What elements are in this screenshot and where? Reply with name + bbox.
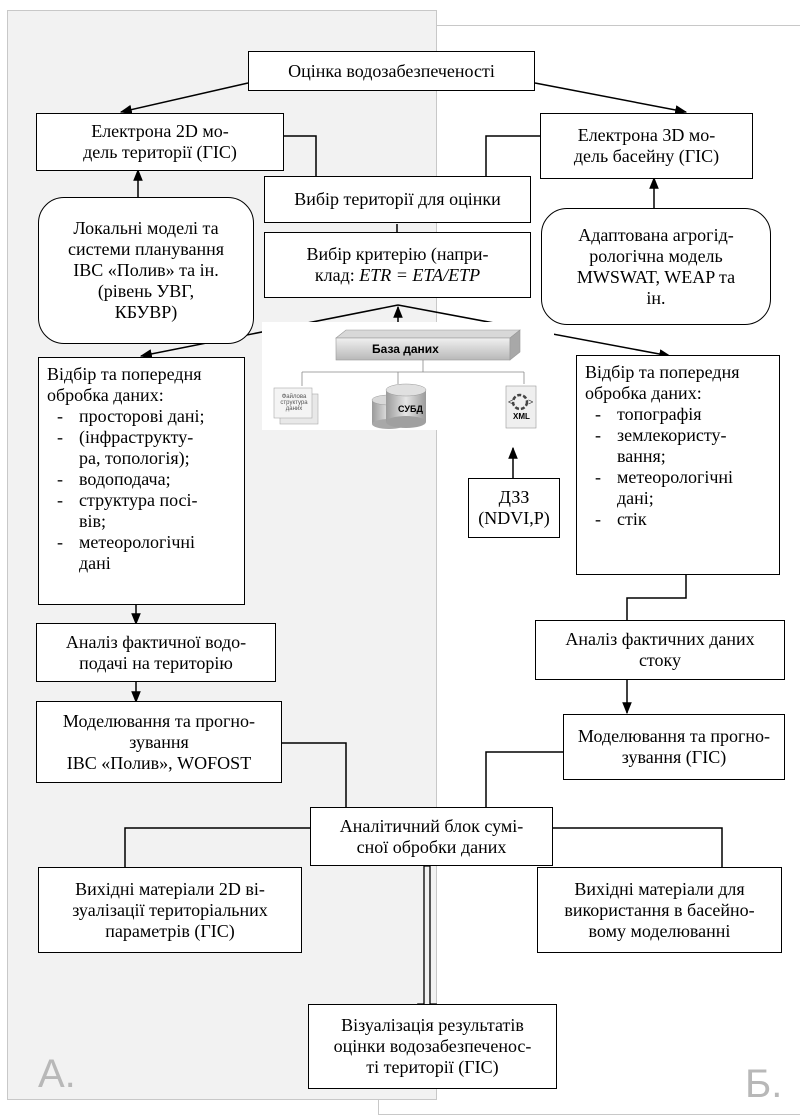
svg-text:>: > xyxy=(528,397,533,407)
analytic-block-box: Аналітичний блок сумі- сної обробки дани… xyxy=(310,807,553,866)
criterion-box: Вибір критерію (напри- клад: ETR = ETA/E… xyxy=(264,232,531,298)
territory-selection-box: Вибір території для оцінки xyxy=(264,176,531,223)
database-title: База даних xyxy=(372,342,439,356)
right-analysis-box: Аналіз фактичних даних стоку xyxy=(535,620,785,680)
panel-a-label: А. xyxy=(38,1052,76,1096)
file-storage-label: Файлова структура даних xyxy=(280,394,308,412)
remote-sensing-box: ДЗЗ (NDVI,P) xyxy=(468,478,560,538)
list-item: структура посі-вів; xyxy=(47,490,236,532)
database-graphic: < > База даних Файлова структура даних С… xyxy=(262,322,554,430)
dbms-label: СУБД xyxy=(398,404,423,414)
svg-text:<: < xyxy=(508,397,513,407)
local-models-box: Локальні моделі та системи планування ІВ… xyxy=(38,197,254,344)
right-data-selection-box: Відбір та попередня обробка даних: топог… xyxy=(576,355,780,575)
model-2d-box: Електрона 2D мо- дель території (ГІС) xyxy=(36,113,284,171)
list-item: просторові дані; xyxy=(47,406,236,427)
list-item: землекористу-вання; xyxy=(585,425,771,467)
visualization-box: Візуалізація результатів оцінки водозабе… xyxy=(308,1004,557,1089)
list-item: водоподача; xyxy=(47,469,236,490)
left-modeling-box: Моделювання та прогно- зування ІВС «Поли… xyxy=(36,701,282,783)
model-3d-box: Електрона 3D мо- дель басейну (ГІС) xyxy=(540,113,753,179)
right-output-box: Вихідні матеріали для використання в бас… xyxy=(537,867,782,953)
right-modeling-box: Моделювання та прогно- зування (ГІС) xyxy=(563,714,785,780)
panel-b-label: Б. xyxy=(745,1062,783,1106)
list-item: (інфраструкту-ра, топологія); xyxy=(47,427,236,469)
assessment-title-box: Оцінка водозабезпеченості xyxy=(248,51,535,91)
list-item: стік xyxy=(585,509,771,530)
left-output-box: Вихідні матеріали 2D ві- зуалізації тери… xyxy=(38,867,302,953)
xml-label: XML xyxy=(513,412,530,421)
left-data-selection-box: Відбір та попередня обробка даних: прост… xyxy=(38,357,245,605)
left-analysis-box: Аналіз фактичної водо- подачі на територ… xyxy=(36,623,276,682)
list-item: топографія xyxy=(585,404,771,425)
agro-model-box: Адаптована агрогід- рологічна модель MWS… xyxy=(541,208,771,325)
criterion-formula: ETR = ETA/ETP xyxy=(359,265,481,285)
